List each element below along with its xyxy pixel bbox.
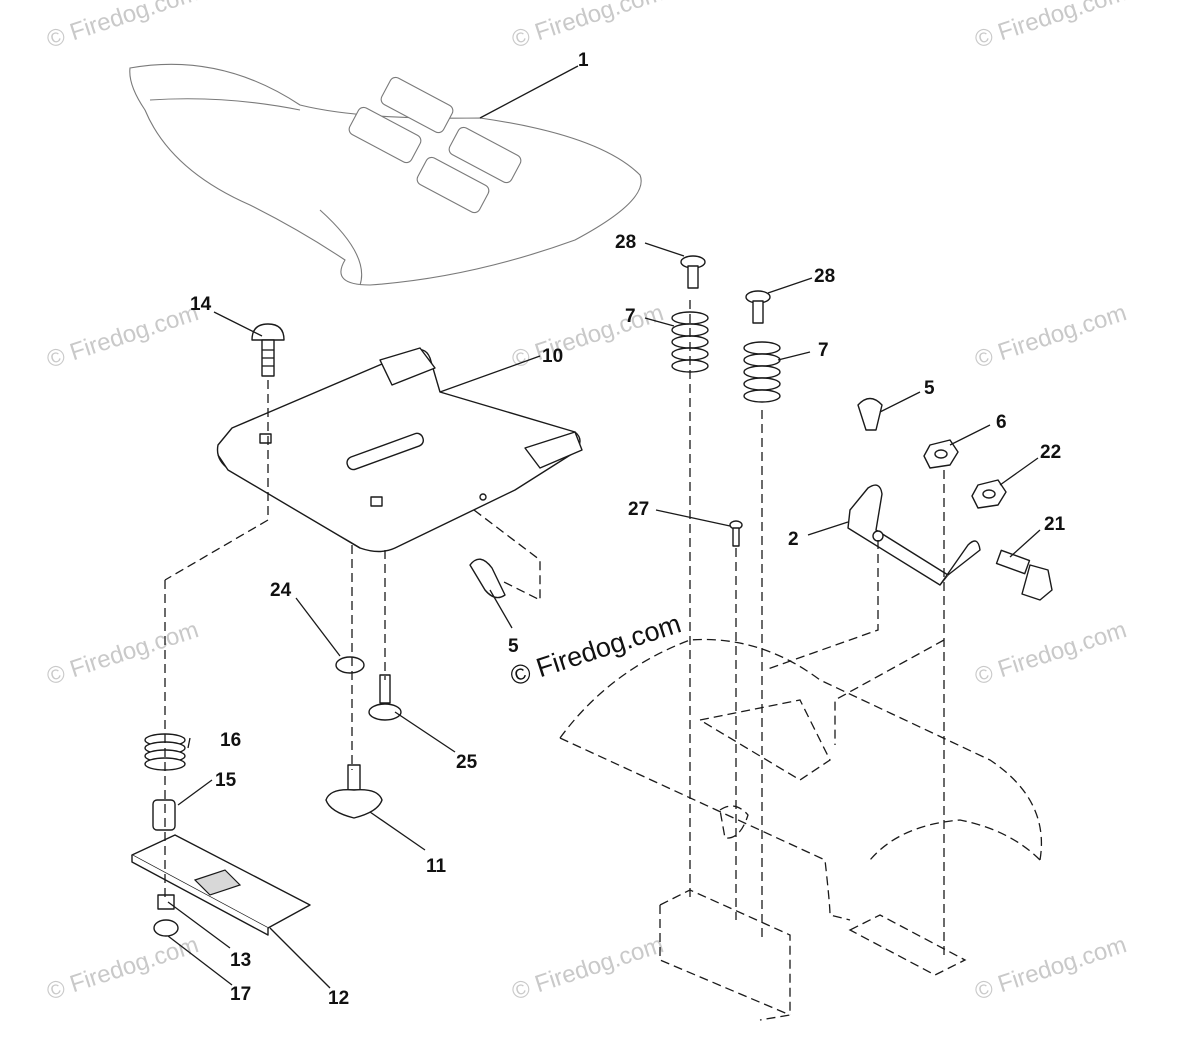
pivot-bracket-part: [131, 834, 311, 936]
callout-label: 22: [1040, 442, 1061, 463]
watermark: © Firedog.com: [509, 0, 667, 54]
callout-label: 28: [615, 232, 636, 253]
callout-label: 17: [230, 984, 251, 1005]
frame-outline: [164, 300, 1043, 1021]
seat-part: [129, 63, 642, 286]
callout-label: 28: [814, 266, 835, 287]
watermark: © Firedog.com: [509, 931, 667, 1005]
callout-label: 12: [328, 988, 349, 1009]
watermark: © Firedog.com: [44, 931, 202, 1005]
watermark: © Firedog.com: [44, 0, 202, 54]
lock-nut-part: [971, 479, 1007, 509]
wing-knob-part: [325, 764, 383, 819]
watermark: © Firedog.com: [972, 616, 1130, 690]
watermark: © Firedog.com: [44, 299, 202, 373]
bolt-part: [745, 290, 771, 324]
flange-bolt-part: [995, 549, 1053, 601]
callout-label: 27: [628, 499, 649, 520]
callout-label: 25: [456, 752, 478, 773]
callout-label: 7: [818, 340, 829, 361]
callout-label: 5: [924, 378, 935, 399]
callout-label: 24: [270, 580, 292, 601]
callout-label: 1: [578, 50, 589, 71]
callout-label: 15: [215, 770, 237, 791]
spring-part: [671, 311, 709, 373]
seat-pan-part: [216, 347, 583, 553]
spring-part: [743, 341, 781, 403]
hex-nut-part: [923, 439, 959, 469]
watermark: © Firedog.com: [509, 299, 667, 373]
shoulder-bolt-part: [368, 674, 402, 721]
flat-washer-part: [153, 919, 179, 937]
callout-label: 16: [220, 730, 241, 751]
watermark: © Firedog.com: [972, 931, 1130, 1005]
seat-clip-part: [469, 558, 506, 599]
callout-label: 13: [230, 950, 251, 971]
watermark: © Firedog.com: [44, 616, 202, 690]
callout-label: 6: [996, 412, 1007, 433]
watermark: © Firedog.com: [972, 0, 1130, 54]
callout-label: 14: [190, 294, 212, 315]
callout-label: 11: [426, 856, 447, 877]
center-watermark: © Firedog.com: [507, 608, 685, 691]
carriage-bolt-part: [251, 323, 285, 377]
callout-label: 21: [1044, 514, 1066, 535]
spring-clip-part: [857, 397, 883, 431]
screw-part: [729, 520, 743, 547]
nut-part: [157, 894, 175, 910]
callout-label: 10: [542, 346, 563, 367]
spring-bracket-part: [847, 484, 981, 586]
callout-label: 5: [508, 636, 519, 657]
callout-label: 7: [625, 306, 636, 327]
watermark: © Firedog.com: [972, 299, 1130, 373]
washer-part: [335, 656, 365, 674]
callout-label: 2: [788, 529, 799, 550]
bolt-part: [680, 255, 706, 289]
spacer-part: [152, 799, 176, 831]
callouts: 1 14 10 28 28 7 7 5 6 22 27 2 21 24 5 16…: [190, 50, 1066, 1009]
leader-lines: [167, 65, 1041, 989]
